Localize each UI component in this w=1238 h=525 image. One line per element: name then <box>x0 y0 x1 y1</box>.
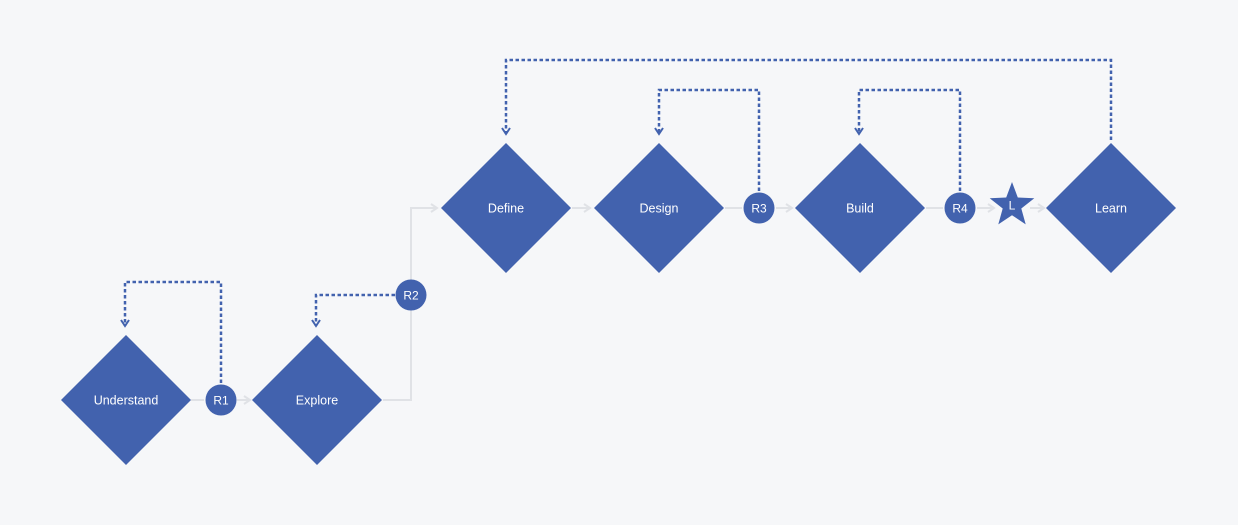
stage-learn[interactable]: Learn <box>1046 143 1176 273</box>
stage-build-label: Build <box>846 202 874 216</box>
feedback-r2-to-explore <box>311 293 395 328</box>
checkpoint-r4-label: R4 <box>952 202 968 216</box>
checkpoint-r3-label: R3 <box>751 202 767 216</box>
stage-design-label: Design <box>640 202 679 216</box>
checkpoint-r1[interactable]: R1 <box>205 384 237 416</box>
checkpoint-launch-label: L <box>1009 199 1016 213</box>
stage-explore-label: Explore <box>296 394 338 408</box>
checkpoint-r4-circle <box>944 192 976 224</box>
stage-design-diamond <box>594 143 724 273</box>
stage-explore-diamond <box>252 335 382 465</box>
checkpoint-r3-circle <box>743 192 775 224</box>
checkpoint-r1-circle <box>205 384 237 416</box>
feedback-loops <box>120 58 1113 383</box>
feedback-r3-to-design <box>654 88 761 191</box>
checkpoint-r4[interactable]: R4 <box>944 192 976 224</box>
stage-build[interactable]: Build <box>795 143 925 273</box>
stage-explore[interactable]: Explore <box>252 335 382 465</box>
stage-learn-label: Learn <box>1095 202 1127 216</box>
checkpoint-r2-circle <box>395 279 427 311</box>
stage-define[interactable]: Define <box>441 143 571 273</box>
stage-define-label: Define <box>488 202 524 216</box>
stage-understand-label: Understand <box>94 394 159 408</box>
checkpoint-r3[interactable]: R3 <box>743 192 775 224</box>
stage-understand[interactable]: Understand <box>61 335 191 465</box>
checkpoint-r1-label: R1 <box>213 394 229 408</box>
stage-define-diamond <box>441 143 571 273</box>
stage-build-diamond <box>795 143 925 273</box>
checkpoint-r2[interactable]: R2 <box>395 279 427 311</box>
feedback-r4-to-build <box>854 88 962 191</box>
stage-understand-diamond <box>61 335 191 465</box>
stage-learn-diamond <box>1046 143 1176 273</box>
star-icon <box>989 182 1035 225</box>
feedback-r1-to-understand <box>120 280 223 383</box>
feedback-learn-to-define <box>501 58 1113 140</box>
checkpoint-r2-label: R2 <box>403 289 419 303</box>
checkpoint-launch[interactable]: L <box>989 182 1035 225</box>
stage-design[interactable]: Design <box>594 143 724 273</box>
